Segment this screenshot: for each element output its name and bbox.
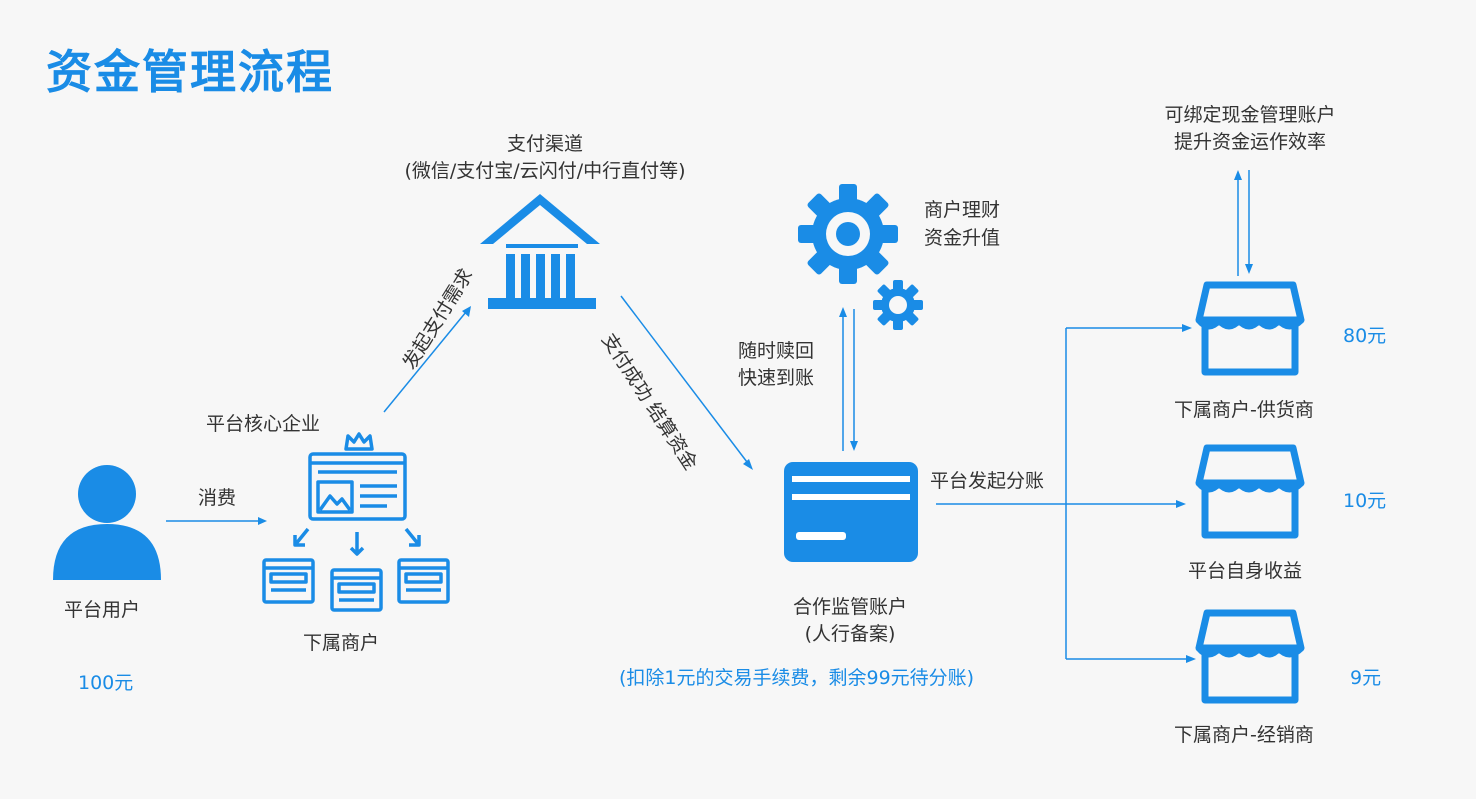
initiate-payment-arrow [383,306,471,413]
channel-label: 支付渠道 [506,133,583,155]
supplier-label: 下属商户-供货商 [1174,399,1314,421]
platform-amount: 10元 [1343,490,1387,512]
storefront-icon-platform [1195,444,1305,539]
storefront-icon-dealer [1195,609,1305,704]
bank-card-icon [784,462,918,562]
consume-label: 消费 [198,487,237,509]
finance-sub-label: 资金升值 [924,227,1001,249]
storefront-icon-supplier [1195,281,1305,376]
person-icon [53,465,161,580]
platform-label: 平台自身收益 [1188,560,1303,582]
dealer-label: 下属商户-经销商 [1174,724,1314,746]
bank-icon [480,194,600,309]
account-label: 合作监管账户 [792,596,907,618]
redeem-label-1: 随时赎回 [738,340,815,362]
user-amount: 100元 [78,672,134,694]
cash-account-label-2: 提升资金运作效率 [1173,131,1326,153]
core-sub-label: 下属商户 [303,632,380,654]
cash-account-label-1: 可绑定现金管理账户 [1164,104,1336,126]
account-note: (扣除1元的交易手续费，剩余99元待分账) [619,667,975,689]
cash-account-arrows [1234,170,1253,276]
redeem-arrows [839,307,858,451]
gear-icon [798,184,923,330]
consume-arrow [166,517,267,525]
channel-sub-label: (微信/支付宝/云闪付/中行直付等) [404,160,686,182]
account-sub-label: (人行备案) [804,623,896,645]
redeem-label-2: 快速到账 [738,367,815,389]
finance-label: 商户理财 [924,199,1001,221]
settle-arrow [620,295,753,470]
split-label: 平台发起分账 [930,470,1045,492]
core-label: 平台核心企业 [206,413,321,435]
user-label: 平台用户 [64,599,141,621]
dealer-amount: 9元 [1350,667,1382,689]
split-connectors [936,324,1196,663]
supplier-amount: 80元 [1343,325,1387,347]
webpage-hierarchy-icon [262,432,450,612]
page-title: 资金管理流程 [46,45,334,99]
